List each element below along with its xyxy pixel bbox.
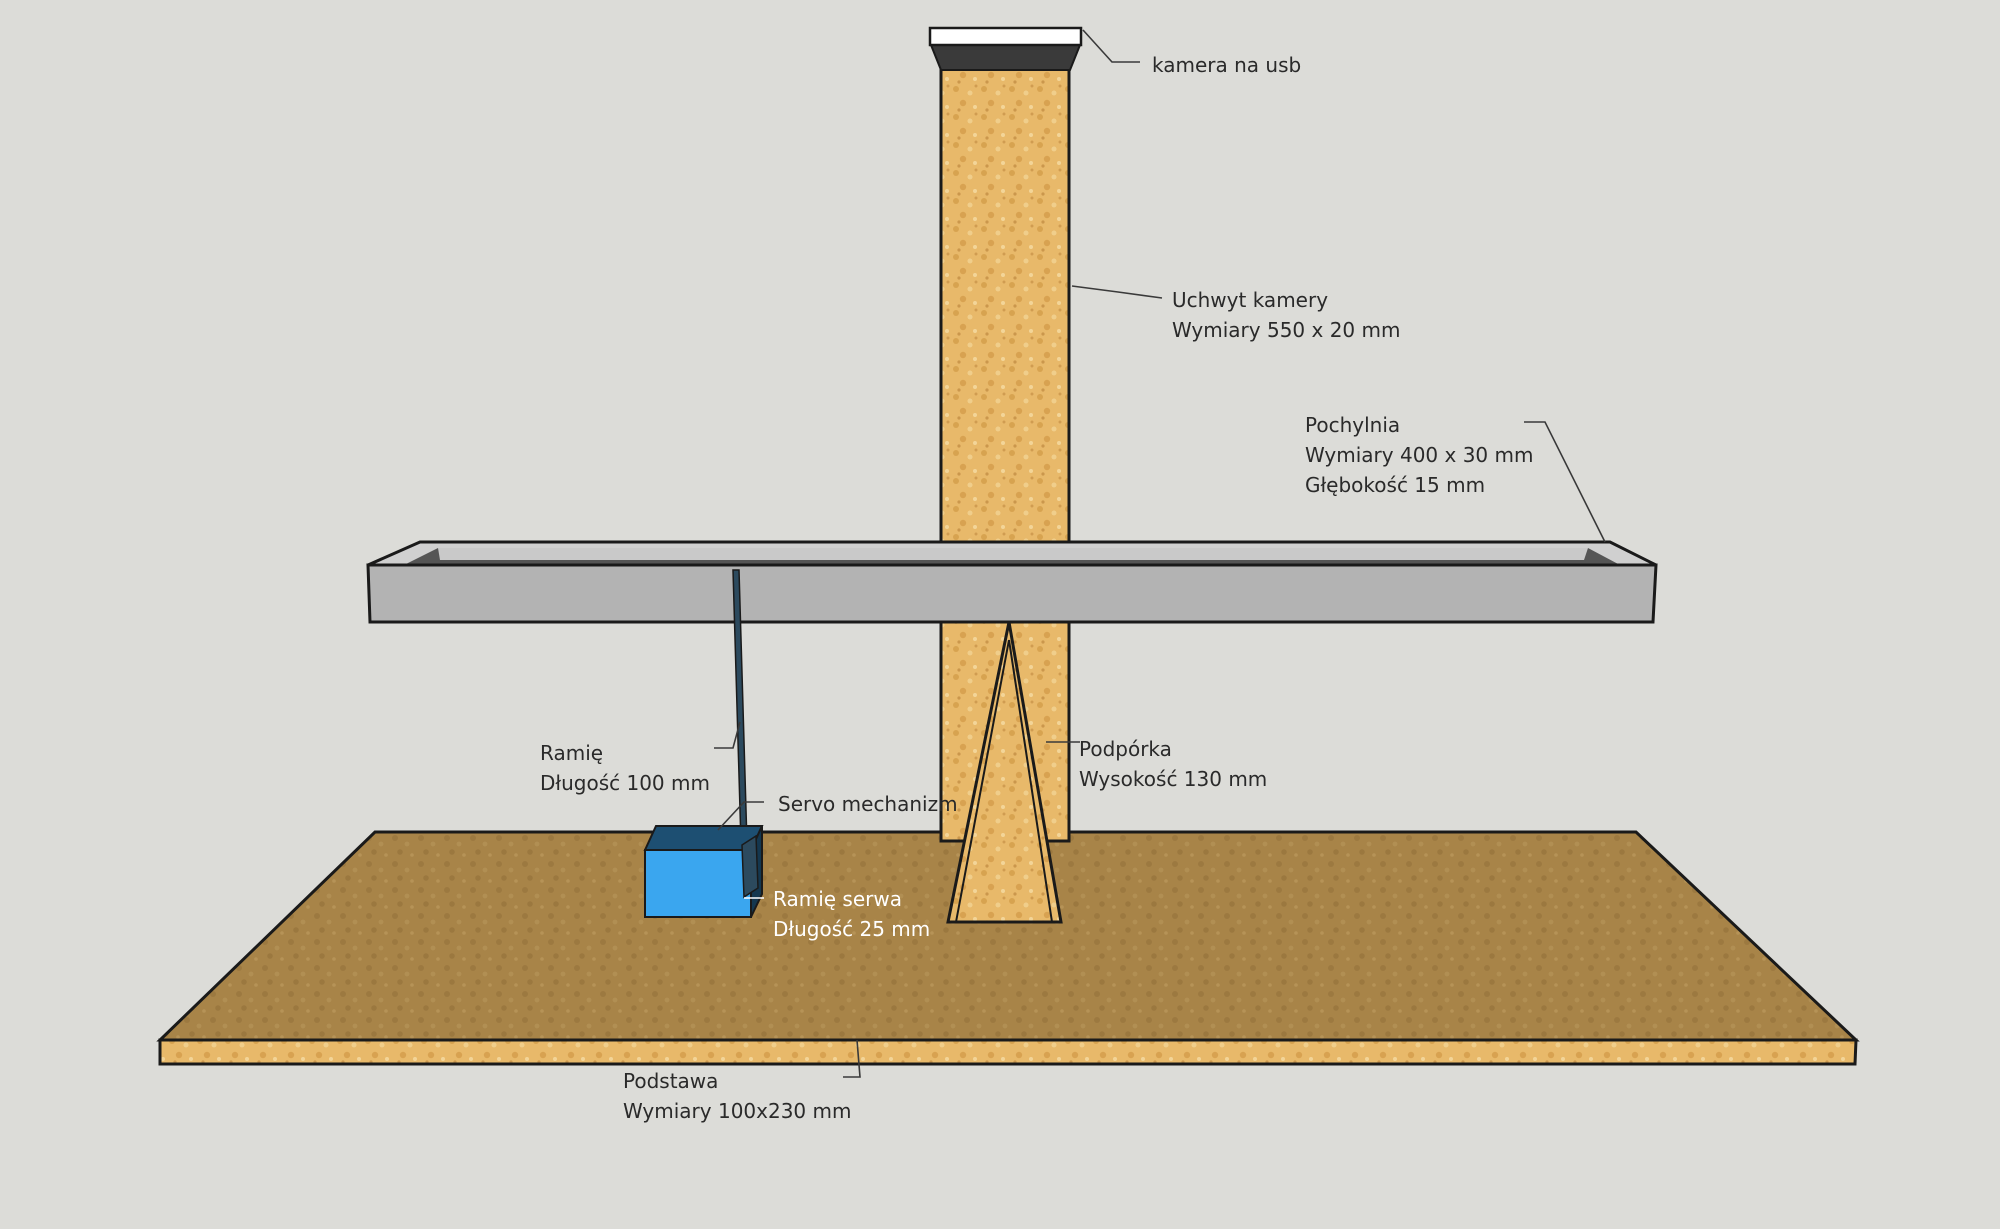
support-label: Podpórka Wysokość 130 mm <box>1079 734 1267 794</box>
leader-lines <box>714 29 1606 1078</box>
ramp-dimensions: Wymiary 400 x 30 mm <box>1305 443 1534 467</box>
base-plate <box>156 830 1860 1066</box>
leader-ramp <box>1524 421 1606 543</box>
camera-label: kamera na usb <box>1152 50 1301 80</box>
servo-arm-label: Ramię serwa Długość 25 mm <box>773 884 930 944</box>
servo-box <box>643 825 764 918</box>
base-dimensions: Wymiary 100x230 mm <box>623 1099 852 1123</box>
camera-label-text: kamera na usb <box>1152 53 1302 77</box>
ramp-channel <box>366 540 1658 624</box>
servo-title: Servo mechanizm <box>778 792 958 816</box>
arm-length: Długość 100 mm <box>540 771 710 795</box>
ramp-label: Pochylnia Wymiary 400 x 30 mm Głębokość … <box>1305 410 1533 500</box>
holder-dimensions: Wymiary 550 x 20 mm <box>1172 318 1401 342</box>
support-title: Podpórka <box>1079 737 1172 761</box>
arm-label: Ramię Długość 100 mm <box>540 738 710 798</box>
leader-servo <box>717 801 764 831</box>
base-title: Podstawa <box>623 1069 719 1093</box>
holder-title: Uchwyt kamery <box>1172 288 1329 312</box>
usb-camera <box>928 26 1083 71</box>
arm-title: Ramię <box>540 741 604 765</box>
ramp-title: Pochylnia <box>1305 413 1401 437</box>
leader-arm <box>714 721 741 749</box>
leader-camera <box>1082 29 1140 63</box>
leader-holder <box>1071 285 1163 299</box>
support-height: Wysokość 130 mm <box>1079 767 1268 791</box>
base-label: Podstawa Wymiary 100x230 mm <box>623 1066 851 1126</box>
leader-base <box>843 1039 861 1078</box>
support-wedge <box>946 621 1063 924</box>
servo-arm-title: Ramię serwa <box>773 887 902 911</box>
holder-label: Uchwyt kamery Wymiary 550 x 20 mm <box>1172 285 1400 345</box>
ramp-depth: Głębokość 15 mm <box>1305 473 1486 497</box>
servo-arm-length: Długość 25 mm <box>773 917 931 941</box>
servo-label: Servo mechanizm <box>778 789 958 819</box>
